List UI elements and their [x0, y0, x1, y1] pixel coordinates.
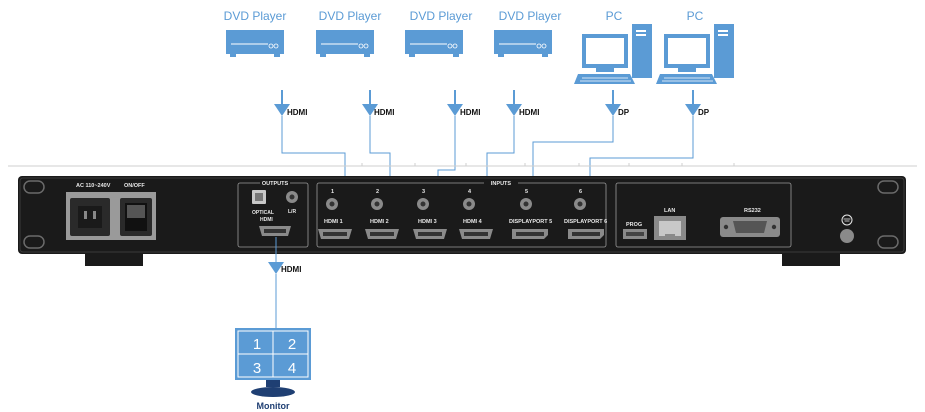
- source-label: DVD Player: [319, 9, 382, 23]
- output-link: HDMI: [268, 237, 301, 328]
- input-label: HDMI 1: [324, 219, 343, 225]
- input-number: 1: [331, 189, 334, 195]
- input-4: 4 HDMI 4: [459, 189, 493, 239]
- input-label: DISPLAYPORT 5: [509, 219, 552, 225]
- optical-label: OPTICAL: [252, 210, 274, 216]
- input-6: 6 DISPLAYPORT 6: [564, 189, 607, 239]
- hdmi-out-label: HDMI: [260, 217, 273, 223]
- quadrant-label: 3: [253, 360, 261, 377]
- monitor-base: [251, 387, 295, 397]
- link-label: HDMI: [374, 108, 394, 117]
- source-label: DVD Player: [224, 9, 287, 23]
- lan-label: LAN: [664, 208, 675, 214]
- dvd-player-1: DVD Player: [224, 9, 287, 57]
- input-label: HDMI 4: [463, 219, 483, 225]
- link-label: HDMI: [460, 108, 480, 117]
- power-section: AC 110~240V ON/OFF: [66, 183, 156, 240]
- dvd-player-2: DVD Player: [316, 9, 381, 57]
- monitor-neck: [266, 380, 280, 387]
- input-5: 5 DISPLAYPORT 5: [509, 189, 552, 239]
- rack-ear-hole: [23, 180, 45, 194]
- input-3: 3 HDMI 3: [413, 189, 447, 239]
- input-2: 2 HDMI 2: [365, 189, 399, 239]
- input-number: 5: [525, 189, 528, 195]
- input-number: 6: [579, 189, 582, 195]
- input-label: DISPLAYPORT 6: [564, 219, 607, 225]
- control-section: PROG LAN RS232: [615, 182, 792, 248]
- inputs-section: INPUTS 1 HDMI 1 2 HDMI 2 3 HDMI 3: [316, 179, 607, 248]
- prog-label: PROG: [626, 222, 642, 228]
- quadrant-label: 1: [253, 336, 261, 353]
- monitor-label: Monitor: [257, 401, 290, 411]
- power-label: AC 110~240V: [76, 183, 111, 189]
- source-label: DVD Player: [499, 9, 562, 23]
- quadrant-label: 2: [288, 336, 296, 353]
- input-links: HDMI HDMI HDMI HDMI DP DP: [274, 90, 710, 232]
- input-label: HDMI 2: [370, 219, 389, 225]
- source-label: PC: [606, 9, 623, 23]
- outputs-title: OUTPUTS: [262, 181, 289, 187]
- link-label: HDMI: [287, 108, 307, 117]
- pc-2: PC: [656, 9, 734, 84]
- input-number: 3: [422, 189, 425, 195]
- sources-row: DVD Player DVD Player DVD Player: [224, 9, 734, 84]
- input-1: 1 HDMI 1: [318, 189, 352, 239]
- dvd-player-3: DVD Player: [405, 9, 472, 57]
- link-label: HDMI: [281, 265, 301, 274]
- quadrant-label: 4: [288, 360, 296, 377]
- rack-ear-hole: [23, 235, 45, 249]
- switch-label: ON/OFF: [124, 183, 145, 189]
- rack-ear-hole: [877, 235, 899, 249]
- matrix-switcher: AC 110~240V ON/OFF OUTPUTS OPTICAL L/R H…: [8, 163, 917, 266]
- ground-terminal: [840, 214, 854, 243]
- input-label: HDMI 3: [418, 219, 437, 225]
- source-label: PC: [687, 9, 704, 23]
- rack-ear-hole: [877, 180, 899, 194]
- link-label: DP: [698, 108, 710, 117]
- source-label: DVD Player: [410, 9, 473, 23]
- ground-screw: [840, 229, 854, 243]
- link-label: DP: [618, 108, 630, 117]
- rs232-label: RS232: [744, 208, 761, 214]
- monitor: 1 2 3 4 Monitor: [235, 328, 311, 411]
- link-label: HDMI: [519, 108, 539, 117]
- lr-label: L/R: [288, 209, 296, 215]
- pc-1: PC: [574, 9, 652, 84]
- inputs-title: INPUTS: [491, 181, 512, 187]
- input-number: 4: [468, 189, 472, 195]
- dvd-player-4: DVD Player: [494, 9, 561, 57]
- outputs-section: OUTPUTS OPTICAL L/R HDMI: [237, 179, 309, 248]
- input-number: 2: [376, 189, 379, 195]
